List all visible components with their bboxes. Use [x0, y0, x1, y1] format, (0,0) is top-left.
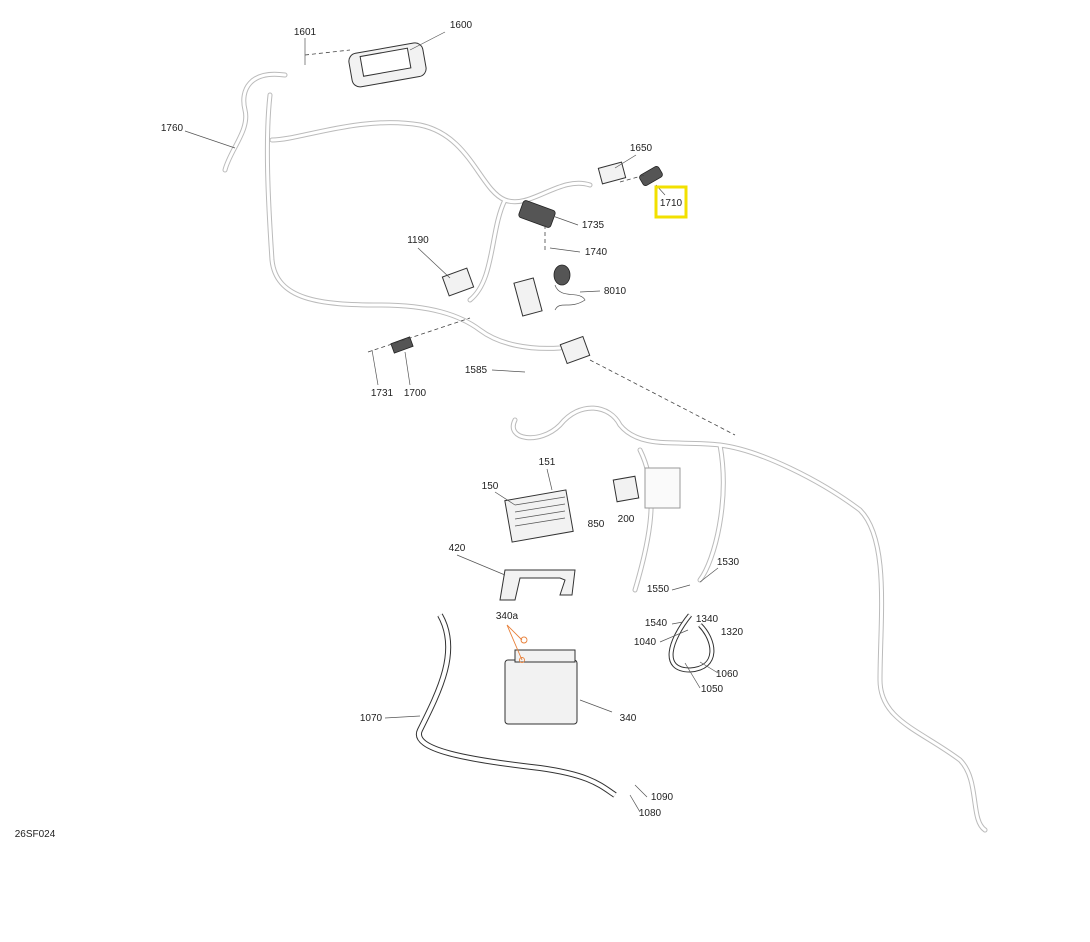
- callout-150[interactable]: 150: [482, 481, 499, 492]
- highlight-box-1710: [654, 185, 688, 219]
- callout-1731[interactable]: 1731: [371, 388, 394, 399]
- assembly-lines: [304, 49, 736, 436]
- callout-1070[interactable]: 1070: [360, 713, 383, 724]
- callout-1040[interactable]: 1040: [634, 637, 657, 648]
- dess-key-8010[interactable]: [513, 264, 586, 317]
- relay-1710[interactable]: [638, 165, 663, 186]
- callout-1090[interactable]: 1090: [651, 792, 674, 803]
- callout-1060[interactable]: 1060: [716, 669, 739, 680]
- diagram-reference-code: 26SF024: [15, 829, 56, 840]
- fuse-1700[interactable]: [390, 336, 414, 354]
- callout-340a[interactable]: 340a: [496, 611, 519, 622]
- callout-labels: 1601 1600 1760 1650 1710 1735 1740 1190 …: [15, 20, 744, 840]
- callout-1760[interactable]: 1760: [161, 123, 184, 134]
- callout-200[interactable]: 200: [618, 514, 635, 525]
- wiring-harness-main: [510, 405, 988, 833]
- callout-1340[interactable]: 1340: [696, 614, 719, 625]
- battery-340[interactable]: [504, 649, 578, 725]
- callout-340[interactable]: 340: [620, 713, 637, 724]
- callout-1550[interactable]: 1550: [647, 584, 670, 595]
- callout-8010[interactable]: 8010: [604, 286, 627, 297]
- callout-1740[interactable]: 1740: [585, 247, 608, 258]
- callout-1601[interactable]: 1601: [294, 27, 317, 38]
- wiring-harness-upper: [222, 71, 593, 351]
- callout-1320[interactable]: 1320: [721, 627, 744, 638]
- solenoid-200[interactable]: [612, 467, 681, 509]
- callout-1540[interactable]: 1540: [645, 618, 668, 629]
- callout-1700[interactable]: 1700: [404, 388, 427, 399]
- leader-lines: [184, 31, 719, 813]
- switch-1190[interactable]: [441, 267, 475, 297]
- callout-1735[interactable]: 1735: [582, 220, 605, 231]
- switch-1735[interactable]: [518, 200, 556, 229]
- callout-1585[interactable]: 1585: [465, 365, 488, 376]
- module-1585[interactable]: [559, 335, 591, 365]
- callout-850[interactable]: 850: [588, 519, 605, 530]
- battery-cable: [415, 613, 715, 798]
- callout-1050[interactable]: 1050: [701, 684, 724, 695]
- connector-1650[interactable]: [597, 161, 627, 185]
- callout-1080[interactable]: 1080: [639, 808, 662, 819]
- callout-420[interactable]: 420: [449, 543, 466, 554]
- screw-340a: [506, 624, 528, 663]
- regulator-150[interactable]: [504, 489, 574, 543]
- strap-420[interactable]: [499, 569, 576, 601]
- callout-1600[interactable]: 1600: [450, 20, 473, 31]
- callout-1710[interactable]: 1710: [660, 198, 683, 209]
- callout-1530[interactable]: 1530: [717, 557, 740, 568]
- callout-1650[interactable]: 1650: [630, 143, 653, 154]
- gauge-cluster-part[interactable]: [348, 42, 428, 89]
- callout-151[interactable]: 151: [539, 457, 556, 468]
- callout-1190[interactable]: 1190: [407, 235, 429, 246]
